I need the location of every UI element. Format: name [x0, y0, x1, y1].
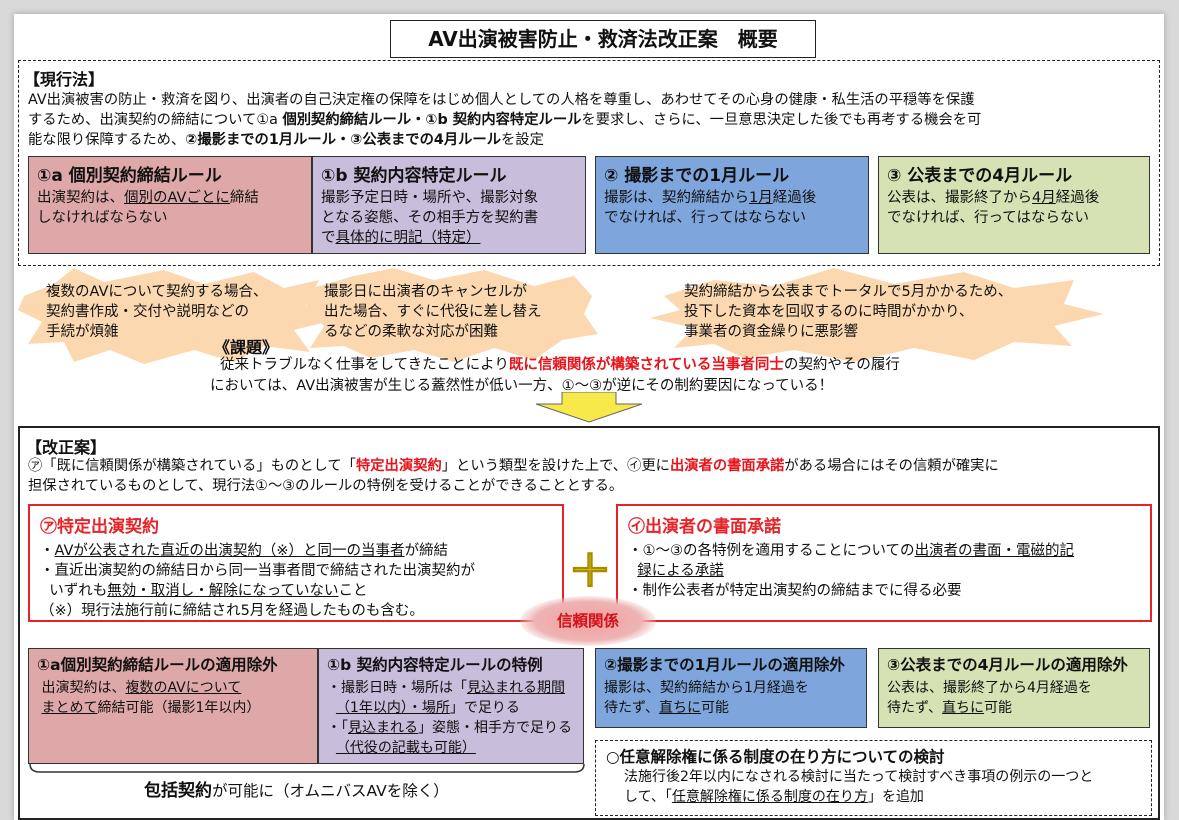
- brace-line: [29, 763, 585, 773]
- burst-1-text: 複数のAVについて契約する場合、契約書作成・交付や説明などの手続が煩雑: [46, 284, 268, 340]
- current-law-heading: 【現行法】: [24, 70, 105, 89]
- rule-3: ③ 公表までの4月ルール 公表は、撮影終了から4月経過後 でなければ、行ってはな…: [878, 156, 1150, 254]
- down-arrow-icon: [535, 392, 643, 423]
- current-law-section: [18, 60, 1160, 266]
- amendment-heading: 【改正案】: [26, 438, 107, 457]
- exception-1b: ①b 契約内容特定ルールの特例 ・撮影日時・場所は「見込まれる期間 （1年以内）…: [318, 648, 584, 764]
- slide: AV出演被害防止・救済法改正案 概要 【現行法】 AV出演被害の防止・救済を図り…: [14, 14, 1164, 820]
- burst-3-text: 契約締結から公表までトータルで5月かかるため、投下した資本を回収するのに時間がか…: [684, 284, 1013, 340]
- burst-2-shape: [306, 268, 598, 362]
- specific-contract-box: ㋐特定出演契約 ・AVが公表された直近の出演契約（※）と同一の当事者が締結 ・直…: [28, 504, 564, 622]
- current-law-line-2: するため、出演契約の締結について①a 個別契約締結ルール・①b 契約内容特定ルー…: [28, 112, 982, 128]
- review-box: ○任意解除権に係る制度の在り方についての検討 法施行後2年以内になされる検討に当…: [595, 740, 1152, 816]
- plus-icon: ＋: [568, 546, 613, 597]
- burst-1-shape: [18, 268, 326, 364]
- exception-2: ②撮影までの1月ルールの適用除外 撮影は、契約締結から1月経過を 待たず、直ちに…: [595, 648, 867, 728]
- issue-line-1: 従来トラブルなく仕事をしてきたことにより既に信頼関係が構築されている当事者同士の…: [220, 357, 900, 373]
- page-title: AV出演被害防止・救済法改正案 概要: [390, 20, 816, 58]
- rule-1a: ①a 個別契約締結ルール 出演契約は、個別のAVごとに締結 しなければならない: [28, 156, 312, 254]
- current-law-line-1: AV出演被害の防止・救済を図り、出演者の自己決定権の保障をはじめ個人としての人格…: [28, 92, 975, 108]
- current-law-line-3: 能な限り保障するため、②撮影までの1月ルール・③公表までの4月ルールを設定: [28, 132, 544, 148]
- exception-1a: ①a個別契約締結ルールの適用除外 出演契約は、複数のAVについて まとめて締結可…: [28, 648, 318, 764]
- exception-3: ③公表までの4月ルールの適用除外 公表は、撮影終了から4月経過を 待たず、直ちに…: [878, 648, 1150, 728]
- rule-2: ② 撮影までの1月ルール 撮影は、契約締結から1月経過後 でなければ、行ってはな…: [595, 156, 869, 254]
- burst-shapes: [18, 268, 1104, 364]
- omnibus-note: 包括契約が可能に（オムニバスAVを除く）: [144, 781, 449, 801]
- written-consent-box: ㋑出演者の書面承諾 ・①～③の各特例を適用することについての出演者の書面・電磁的…: [616, 504, 1152, 622]
- rule-1b: ①b 契約内容特定ルール 撮影予定日時・場所や、撮影対象 となる姿態、その相手方…: [312, 156, 586, 254]
- trust-badge: 信頼関係: [520, 596, 656, 646]
- burst-2-text: 撮影日に出演者のキャンセルが出た場合、すぐに代役に差し替えるなどの柔軟な対応が困…: [324, 284, 542, 340]
- amendment-line-2: 担保されているものとして、現行法①～③のルールの特例を受けることができることとす…: [28, 478, 624, 494]
- issue-line-2: においては、AV出演被害が生じる蓋然性が低い一方、①～③が逆にその制約要因になっ…: [210, 378, 834, 394]
- amendment-section: [18, 426, 1160, 820]
- amendment-line-1: ㋐「既に信頼関係が構築されている」ものとして「特定出演契約」という類型を設けた上…: [28, 458, 999, 474]
- burst-3-shape: [650, 268, 1104, 362]
- issue-heading: 《課題》: [214, 338, 279, 357]
